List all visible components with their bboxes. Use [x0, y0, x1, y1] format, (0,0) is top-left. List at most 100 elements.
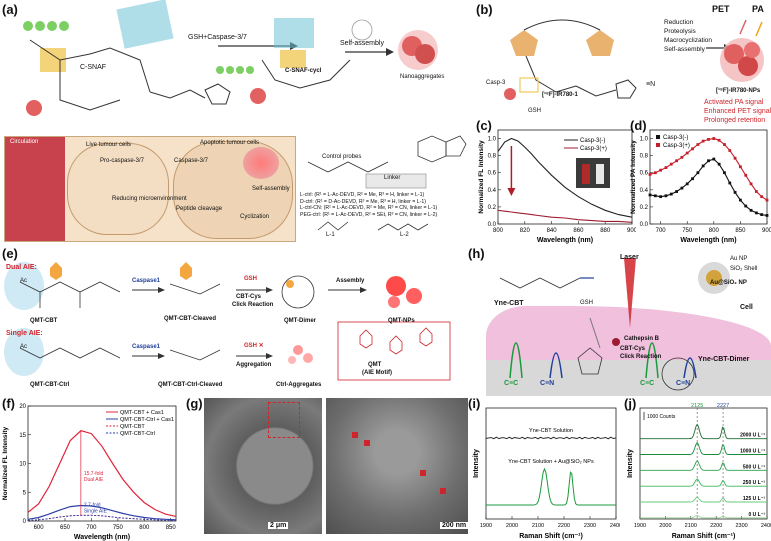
y-tick-label: 1.0	[640, 137, 649, 143]
legend-swatch	[656, 143, 660, 147]
y-tick-label: 0.0	[488, 222, 497, 228]
qmt-label: QMT	[368, 362, 382, 368]
em-image-2	[326, 398, 468, 534]
series-line	[497, 137, 633, 218]
sio2-label: SiO₂ Shell	[730, 266, 758, 272]
x-tick-label: 800	[709, 228, 720, 234]
data-point	[648, 193, 652, 197]
aie-motif-label: (AIE Motif)	[362, 370, 392, 376]
step-4: Self-assembly	[664, 46, 705, 53]
data-point	[648, 173, 652, 176]
cathepsin-label: Cathepsin B	[624, 336, 660, 342]
blood-vessel	[5, 137, 65, 241]
plot-frame	[639, 407, 768, 520]
series-line	[485, 436, 617, 440]
x-tick-label: 850	[735, 228, 746, 234]
scale-label: 1000 Counts	[647, 414, 676, 420]
y-tick-label: 15	[19, 433, 26, 439]
au-np-label: Au NP	[730, 256, 748, 262]
x-tick-label: 1900	[634, 523, 646, 529]
data-point	[659, 195, 663, 199]
single-aie-halo	[4, 328, 44, 376]
nanoaggregates-label: Nanoaggregates	[400, 74, 445, 80]
series-line	[27, 504, 177, 521]
pet-label: PET	[712, 4, 730, 14]
data-point	[754, 190, 758, 193]
y-tick-label: 0.8	[488, 154, 497, 160]
y-tick-label: 0.6	[488, 171, 497, 177]
x-tick-label: 860	[573, 228, 584, 234]
qmt-nps-label: QMT-NPs	[388, 318, 415, 324]
ausio2-label: Au@SiO₂ NP	[710, 280, 747, 286]
data-point	[664, 194, 668, 198]
legend-label: Casp-3(+)	[580, 146, 607, 152]
gsh-label: GSH	[528, 108, 542, 114]
series-label: 500 U L⁻¹	[743, 464, 765, 470]
x-tick-label: 600	[34, 525, 45, 531]
click-label: Click Reaction	[232, 302, 274, 308]
y-tick-label: 0.0	[640, 222, 649, 228]
series-line	[640, 423, 767, 440]
panel-b-scheme: ≡N	[504, 19, 764, 100]
legend-swatch	[656, 135, 660, 139]
linker-label: Linker	[384, 175, 401, 181]
x-tick-label: 2000	[659, 523, 671, 529]
panel-h-scheme	[499, 258, 730, 391]
reducing-label: Reducing microenvironment	[112, 196, 187, 202]
control-item-4: PEG-ctrl: (R¹ = L-Ac-DEVD, R² = SEt, R³ …	[300, 211, 438, 218]
series-label: 0 U L⁻¹	[748, 512, 765, 518]
data-point	[680, 186, 684, 190]
y-tick-label: 5	[23, 490, 27, 496]
control-probes-label: Control probes	[322, 154, 362, 160]
data-point	[760, 195, 764, 199]
data-point	[669, 162, 673, 166]
step-2: Proteolysis	[664, 28, 696, 35]
series-line	[640, 496, 767, 503]
data-point	[675, 190, 678, 193]
ac-label: Ac	[20, 278, 28, 284]
peak-label: 2125	[691, 403, 703, 409]
tumour-illustration	[4, 136, 296, 242]
substrate	[486, 360, 771, 396]
data-point	[707, 138, 710, 141]
nanoparticle-marker	[440, 488, 446, 494]
legend-label: Casp-3(-)	[580, 138, 605, 144]
series-line	[649, 158, 768, 217]
control-list: L-ctrl: (R¹ = L-Ac-DEVD, R² = Me, R³ = H…	[300, 192, 437, 218]
data-point	[707, 159, 710, 163]
casp3-label: Casp-3	[486, 80, 506, 86]
step-3: Macrocyclization	[664, 37, 713, 44]
cc-label-2: C≡C	[640, 380, 655, 387]
series-label: 1000 U L⁻¹	[740, 449, 765, 455]
x-tick-label: 650	[60, 525, 71, 531]
data-point	[659, 168, 663, 172]
c-snaf-label: C-SNAF	[80, 64, 107, 71]
control-item-1: L-ctrl: (R¹ = L-Ac-DEVD, R² = Me, R³ = H…	[300, 192, 425, 198]
x-tick-label: 900	[762, 228, 771, 234]
control-probes-structure	[307, 135, 467, 231]
control-item-2: D-ctrl: (R¹ = D-Ac-DEVD, R² = Me, R³ = H…	[300, 198, 426, 205]
x-tick-label: 800	[139, 525, 150, 531]
annotation: 2.7-fold	[84, 503, 101, 509]
series-line	[497, 209, 633, 223]
cbt-cys-h-label: CBT-Cys	[620, 346, 646, 352]
y-axis-title: Intensity	[473, 449, 480, 478]
panel-label-h: (h)	[468, 246, 485, 261]
data-point	[728, 149, 732, 152]
plot-frame	[27, 405, 177, 522]
data-point	[744, 204, 748, 208]
scale-bar-1: 2 μm	[268, 522, 289, 529]
series-line	[640, 460, 767, 471]
series-label: Yne-CBT Solution	[529, 428, 573, 434]
qmt-cbt-label: QMT-CBT	[30, 318, 58, 324]
control-item-3: L-ctrl-CN: (R¹ = L-Ac-DEVD, R² = Me, R³ …	[300, 205, 438, 212]
vial-1	[582, 164, 590, 184]
data-point	[723, 171, 726, 175]
panel-label-a: (a)	[2, 2, 18, 17]
data-point	[685, 151, 689, 155]
chart-j: 190020002100220023002400Raman Shift (cm⁻…	[627, 403, 771, 540]
results-list: Activated PA signal Enhanced PET signal …	[704, 98, 771, 125]
x-tick-label: 2200	[710, 523, 722, 529]
